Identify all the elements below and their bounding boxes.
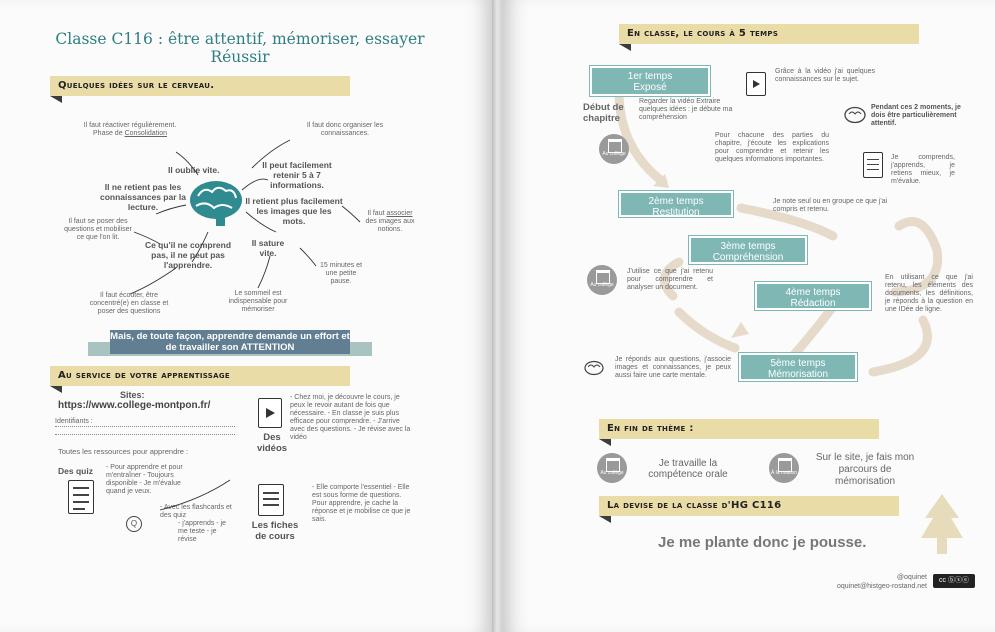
text-utilise: J'utilise ce que j'ai retenu pour compre… — [627, 268, 713, 291]
sites-label: Sites: — [120, 390, 145, 400]
quizlet-icon: Q — [126, 516, 142, 532]
text-regarder: Regarder la vidéo Extraire quelques idée… — [639, 98, 733, 121]
college-badge-3: Au collège — [597, 453, 627, 483]
credit-email: oquinet@histgeo-rostand.net — [837, 583, 927, 590]
text-elements: En utilisant ce que j'ai retenu, les élé… — [885, 274, 973, 313]
text-parties: Pour chacune des parties du chapitre, j'… — [715, 132, 829, 163]
devise-text: Je me plante donc je pousse. — [658, 534, 867, 551]
fiche-icon — [258, 484, 284, 516]
tree-icon — [921, 494, 963, 554]
video-icon — [258, 398, 282, 428]
text-note: Je note seul ou en groupe ce que j'ai co… — [773, 198, 888, 213]
quiz-label: Des quiz — [58, 466, 93, 476]
idea-images: Il retient plus facilement les images qu… — [245, 196, 343, 226]
text-reponds: Je réponds aux questions, j'associe imag… — [615, 356, 731, 379]
idea-pause: 15 minutes et une petite pause. — [319, 262, 363, 285]
left-page: Classe C116 : être attentif, mémoriser, … — [0, 0, 492, 632]
idea-retenir: Il peut facilement retenir 5 à 7 informa… — [262, 160, 332, 190]
video-icon-right — [746, 72, 766, 96]
credit-handle: @oquinet — [896, 574, 927, 581]
idea-ecouter: Il faut écouter, être concentré(e) en cl… — [89, 292, 169, 315]
fin-college-text: Je travaille la compétence orale — [648, 458, 728, 480]
section-banner-cours: En classe, le cours à 5 temps — [619, 24, 919, 51]
idea-comprend: Ce qu'il ne comprend pas, il ne peut pas… — [144, 240, 232, 270]
section-banner-fin: En fin de thème : — [599, 419, 879, 446]
flashcards-text: - Avec les flashcards et des quiz — [160, 504, 232, 519]
page-title: Classe C116 : être attentif, mémoriser, … — [55, 30, 425, 66]
idea-associer: Il faut associer des images aux notions. — [365, 210, 415, 233]
text-attentif: Pendant ces 2 moments, je dois être part… — [871, 104, 961, 127]
fiches-text: - Elle comporte l'essentiel - Elle est s… — [312, 484, 411, 523]
flash-arrow — [159, 479, 231, 511]
fiches-label: Les fiches de cours — [251, 520, 299, 542]
idea-oublie: Il oublie vite. — [168, 165, 220, 175]
brain-connectors — [129, 139, 361, 295]
videos-text: - Chez moi, je découvre le cours, je peu… — [290, 394, 411, 441]
section-banner-devise: La devise de la classe d'HG C116 — [599, 496, 899, 523]
quiz-icon — [68, 480, 94, 514]
debut-chapitre: Début de chapitre — [583, 102, 624, 124]
cc-license-badge: cc ⓑⓢⓔ — [933, 574, 975, 588]
section-banner-brain: Quelques idées sur le cerveau. — [50, 76, 350, 103]
idea-sommeil: Le sommeil est indispensable pour mémori… — [228, 290, 288, 313]
book-gutter — [492, 0, 503, 632]
ressources-text: Toutes les ressources pour apprendre : — [58, 447, 189, 456]
brain-icon — [190, 181, 242, 226]
college-badge-2: Au collège — [587, 265, 617, 295]
text-comprends: Je comprends, j'apprends, je retiens mie… — [891, 154, 955, 185]
quiz-text: - Pour apprendre et pour m'entraîner - T… — [106, 464, 183, 495]
site-url-link[interactable]: https://www.college-montpon.fr/ — [58, 400, 211, 411]
brain-outline-icon-2 — [584, 360, 604, 376]
section-banner-apprentissage: Au service de votre apprentissage — [50, 366, 350, 393]
dotted-line — [55, 434, 235, 435]
text-video: Grâce à la vidéo j'ai quelques connaissa… — [775, 68, 875, 83]
idea-organiser: Il faut donc organiser les connaissances… — [306, 122, 384, 137]
idea-sature: Il sature vite. — [251, 238, 285, 258]
fin-maison-text: Sur le site, je fais mon parcours de mém… — [815, 452, 915, 487]
videos-label: Des vidéos — [256, 432, 288, 454]
college-badge-1: Au collège — [599, 134, 629, 164]
identifiants-field: Identifiants : — [55, 418, 235, 427]
brain-outline-icon — [844, 106, 866, 124]
idea-lecture: Il ne retient pas les connaissances par … — [100, 182, 186, 212]
flashcards-list: - j'apprends - je me teste - je révise — [178, 520, 227, 543]
idea-reactiver: Il faut réactiver régulièrement. Phase d… — [83, 122, 177, 137]
attention-ribbon: Mais, de toute façon, apprendre demande … — [110, 330, 350, 354]
fiche-icon-right — [863, 152, 883, 178]
maison-badge: À la maison — [769, 453, 799, 483]
flow-arrows — [614, 91, 943, 377]
idea-poser: Il faut se poser des questions et mobili… — [64, 218, 132, 241]
